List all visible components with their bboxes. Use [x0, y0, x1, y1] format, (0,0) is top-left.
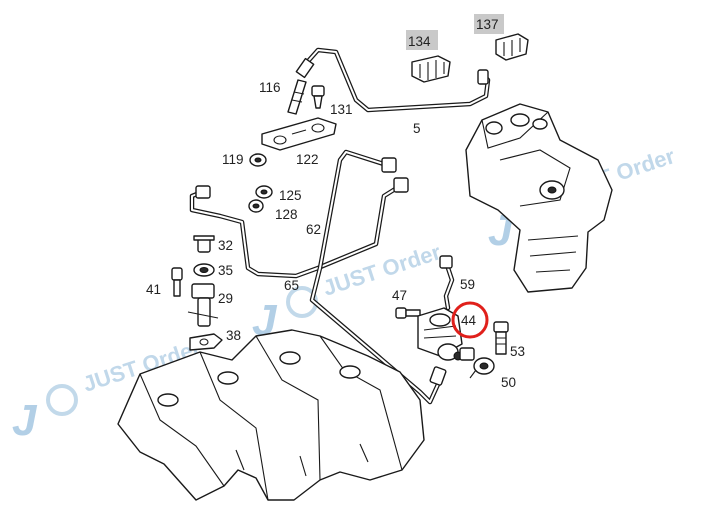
callout-50: 50: [501, 375, 516, 390]
fuel-line-59: [439, 255, 455, 311]
gasket-122: [261, 117, 337, 151]
watermark-text: JUST Order: [320, 239, 444, 301]
washer-35: [193, 263, 215, 277]
callout-29: 29: [218, 291, 233, 306]
callout-53: 53: [510, 344, 525, 359]
callout-38: 38: [226, 328, 241, 343]
ring-125: [255, 185, 273, 199]
callout-119: 119: [222, 152, 244, 167]
screw-131: [311, 85, 325, 109]
callout-65: 65: [284, 278, 299, 293]
callout-131: 131: [330, 102, 353, 117]
callout-32: 32: [218, 238, 233, 253]
callout-116: 116: [259, 80, 281, 95]
bolt-47: [395, 307, 421, 319]
bolt-41: [171, 267, 183, 297]
sensor-29: [187, 283, 219, 327]
label-box-137: [474, 14, 504, 34]
callout-134: 134: [408, 34, 431, 49]
callout-137: 137: [476, 17, 499, 32]
callout-122: 122: [296, 152, 319, 167]
callout-5: 5: [413, 121, 421, 136]
pressure-regulator-44: [417, 307, 475, 361]
callout-41: 41: [146, 282, 161, 297]
callout-59: 59: [460, 277, 475, 292]
fuel-line-65: [309, 149, 447, 405]
highlight-ring: [451, 301, 489, 339]
valve-32: [193, 235, 215, 253]
fuel-line-5: [295, 47, 491, 113]
injector-116: [287, 79, 307, 115]
callout-47: 47: [392, 288, 407, 303]
callout-35: 35: [218, 263, 233, 278]
callout-128: 128: [275, 207, 298, 222]
clip-50: [469, 357, 495, 379]
callout-125: 125: [279, 188, 302, 203]
ring-119: [249, 153, 267, 167]
clip-134: [411, 55, 451, 83]
label-box-134: [406, 30, 438, 50]
callout-62: 62: [306, 222, 321, 237]
clip-137: [495, 33, 529, 61]
throttle-housing: [465, 103, 613, 293]
gasket-38: [189, 333, 223, 351]
callout-44: 44: [461, 313, 477, 328]
bolt-53: [493, 321, 509, 355]
watermark-letter: J: [12, 396, 38, 445]
ring-128: [248, 199, 264, 213]
intake-manifold: [117, 329, 425, 501]
fuel-line-62: [189, 177, 409, 279]
